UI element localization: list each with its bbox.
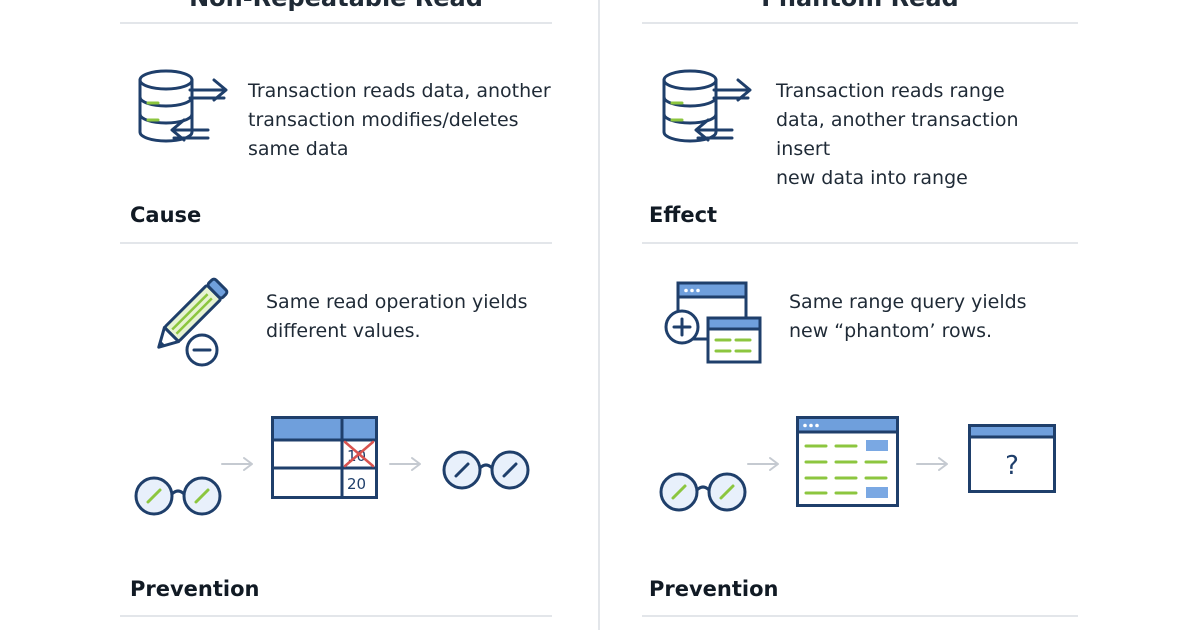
- prevention-label: Prevention: [649, 577, 779, 601]
- effect-divider: [642, 242, 1078, 244]
- changed-value-table-icon: 10 20: [271, 416, 379, 500]
- definition-text: Transaction reads range data, another tr…: [776, 80, 1019, 189]
- pencil-minus-icon: [140, 277, 229, 372]
- effect-label: Effect: [649, 203, 718, 227]
- window-add-rows-icon: [664, 280, 762, 368]
- glasses-icon: [442, 448, 532, 492]
- prevention-divider: [120, 615, 552, 617]
- glasses-icon: [134, 474, 224, 518]
- phantom-read-panel: Phantom Read Transaction reads range dat…: [642, 0, 1078, 630]
- definition-text: Transaction reads data, another transact…: [248, 80, 551, 160]
- non-repeatable-read-panel: Non-Repeatable Read Transaction reads da…: [120, 0, 552, 630]
- cause-text: Same read operation yields different val…: [266, 291, 528, 342]
- prevention-divider: [642, 615, 1078, 617]
- unknown-mark: ?: [1005, 451, 1019, 481]
- question-window-icon: ?: [968, 424, 1056, 494]
- highlighted-table-icon: [796, 416, 900, 508]
- title-divider: [642, 22, 1078, 24]
- panel-title: Phantom Read: [642, 0, 1078, 12]
- database-transfer-icon: [136, 68, 232, 164]
- flow-arrow: [915, 456, 951, 472]
- flow-arrow: [220, 456, 256, 472]
- column-divider: [598, 0, 600, 630]
- flow-arrow: [388, 456, 424, 472]
- new-value: 20: [347, 475, 366, 493]
- database-transfer-icon: [660, 68, 756, 164]
- flow-arrow: [746, 456, 782, 472]
- effect-text: Same range query yields new “phantom’ ro…: [789, 291, 1027, 342]
- cause-divider: [120, 242, 552, 244]
- panel-title: Non-Repeatable Read: [120, 0, 552, 12]
- title-divider: [120, 22, 552, 24]
- cause-label: Cause: [130, 203, 202, 227]
- prevention-label: Prevention: [130, 577, 260, 601]
- glasses-icon: [659, 470, 749, 514]
